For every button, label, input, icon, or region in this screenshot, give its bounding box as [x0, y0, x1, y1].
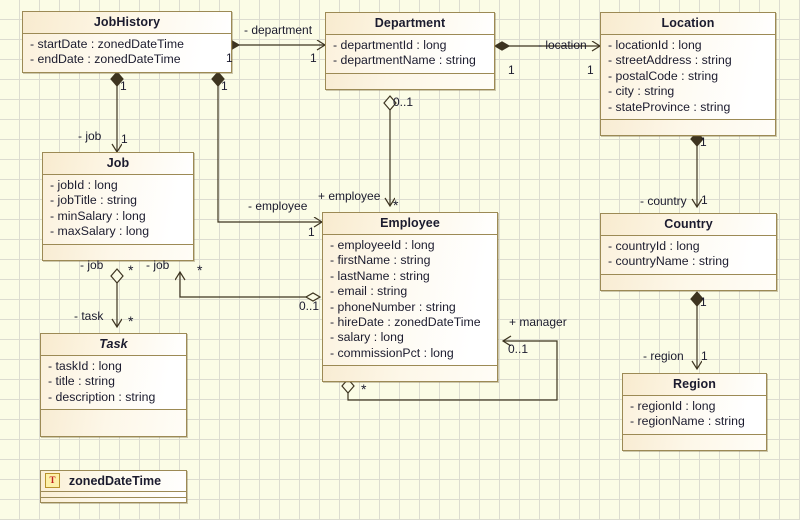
- edge-mult-department-location-target: 1: [587, 63, 594, 77]
- attribute-row: - minSalary : long: [50, 208, 146, 223]
- edge-mult-jobhistory-department-source: 1: [226, 51, 233, 65]
- edge-mult-jobhistory-employee-source: 1: [221, 79, 228, 93]
- class-box-task[interactable]: Task - taskId : long - title : string - …: [40, 333, 187, 438]
- class-attributes-location: - locationId : long - streetAddress : st…: [601, 35, 775, 121]
- edge-label-region-role: - region: [643, 349, 684, 363]
- class-operations-department: [326, 73, 494, 89]
- attribute-row: - jobTitle : string: [50, 193, 138, 208]
- class-operations-task: [41, 410, 186, 437]
- class-operations-employee: [323, 366, 497, 382]
- class-name-jobhistory: JobHistory: [23, 12, 231, 34]
- edge-mult-jobhistory-department-target: 1: [310, 51, 317, 65]
- attribute-row: - regionId : long: [630, 399, 716, 413]
- class-attributes-task: - taskId : long - title : string - descr…: [41, 356, 186, 411]
- attribute-row: - phoneNumber : string: [330, 299, 456, 314]
- edge-mult-employee-manager-target: 0..1: [508, 342, 529, 356]
- edge-label-manager-role: + manager: [509, 315, 567, 329]
- attribute-row: - email : string: [330, 284, 408, 299]
- edge-mult-employee-job-source: 0..1: [299, 299, 320, 313]
- attribute-row: - firstName : string: [330, 253, 431, 268]
- edge-label-job-right-role: - job: [146, 258, 170, 272]
- datatype-attributes-compartment: [41, 492, 186, 498]
- class-box-country[interactable]: Country - countryId : long - countryName…: [600, 213, 777, 291]
- attribute-row: - maxSalary : long: [50, 224, 150, 239]
- class-box-jobhistory[interactable]: JobHistory - startDate : zonedDateTime -…: [22, 11, 232, 73]
- edge-mult-location-country-source: 1: [700, 135, 707, 149]
- edge-label-job-left-role: - job: [80, 258, 104, 272]
- edge-mult-employee-manager-source: *: [361, 381, 367, 397]
- attribute-row: - departmentName : string: [333, 53, 476, 68]
- edge-mult-jobhistory-job-source: 1: [120, 79, 127, 93]
- edge-label-job-role: - job: [78, 129, 102, 143]
- edge-label-plus-employee-role: + employee: [318, 189, 381, 203]
- edge-mult-location-country-target: 1: [701, 193, 708, 207]
- class-box-region[interactable]: Region - regionId : long - regionName : …: [622, 373, 767, 451]
- class-operations-location: [601, 120, 775, 136]
- class-box-job[interactable]: Job - jobId : long - jobTitle : string -…: [42, 152, 194, 261]
- edge-mult-department-employee-source: 0..1: [393, 95, 414, 109]
- attribute-row: - city : string: [608, 84, 675, 99]
- attribute-row: - countryId : long: [608, 239, 700, 253]
- class-box-employee[interactable]: Employee - employeeId : long - firstName…: [322, 212, 498, 383]
- class-attributes-country: - countryId : long - countryName : strin…: [601, 236, 776, 275]
- edge-mult-department-location-source: 1: [508, 63, 515, 77]
- attribute-row: - postalCode : string: [608, 68, 719, 83]
- attribute-row: - commissionPct : long: [330, 345, 454, 360]
- attribute-row: - description : string: [48, 389, 156, 404]
- edge-mult-job-task-source: *: [128, 262, 134, 278]
- edge-mult-job-task-target: *: [128, 313, 134, 329]
- attribute-row: - hireDate : zonedDateTime: [330, 315, 481, 330]
- attribute-row: - countryName : string: [608, 254, 729, 269]
- edge-label-employee-role: - employee: [248, 199, 308, 213]
- edge-mult-jobhistory-employee-target: 1: [308, 225, 315, 239]
- datatype-box-zoneddatetime[interactable]: T zonedDateTime: [40, 470, 187, 503]
- class-operations-job: [43, 244, 193, 260]
- attribute-row: - locationId : long: [608, 38, 702, 52]
- attribute-row: - streetAddress : string: [608, 53, 732, 68]
- datatype-header: T zonedDateTime: [41, 471, 186, 492]
- datatype-t-icon: T: [45, 473, 60, 488]
- class-operations-region: [623, 434, 766, 450]
- datatype-name-zoneddatetime: zonedDateTime: [68, 473, 162, 488]
- class-attributes-employee: - employeeId : long - firstName : string…: [323, 235, 497, 367]
- edge-mult-jobhistory-job-target: 1: [121, 132, 128, 146]
- class-box-department[interactable]: Department - departmentId : long - depar…: [325, 12, 495, 90]
- edge-label-department-role: - department: [244, 23, 313, 37]
- attribute-row: - endDate : zonedDateTime: [30, 52, 181, 67]
- edge-label-location-role: - location: [538, 38, 587, 52]
- attribute-row: - title : string: [48, 374, 115, 389]
- edge-mult-department-employee-target: *: [393, 197, 399, 213]
- edge-label-task-role: - task: [74, 309, 104, 323]
- class-attributes-department: - departmentId : long - departmentName :…: [326, 35, 494, 74]
- datatype-operations-compartment: [41, 498, 186, 502]
- attribute-row: - stateProvince : string: [608, 99, 731, 114]
- attribute-row: - lastName : string: [330, 268, 430, 283]
- attribute-row: - regionName : string: [630, 414, 745, 429]
- class-name-country: Country: [601, 214, 776, 236]
- attribute-row: - jobId : long: [50, 178, 118, 192]
- class-attributes-jobhistory: - startDate : zonedDateTime - endDate : …: [23, 34, 231, 72]
- attribute-row: - taskId : long: [48, 359, 122, 373]
- class-name-employee: Employee: [323, 213, 497, 235]
- class-attributes-job: - jobId : long - jobTitle : string - min…: [43, 175, 193, 245]
- edge-mult-country-region-source: 1: [700, 295, 707, 309]
- attribute-row: - startDate : zonedDateTime: [30, 37, 184, 51]
- class-name-job: Job: [43, 153, 193, 175]
- class-name-location: Location: [601, 13, 775, 35]
- class-box-location[interactable]: Location - locationId : long - streetAdd…: [600, 12, 776, 137]
- edge-label-country-role: - country: [640, 194, 687, 208]
- attribute-row: - employeeId : long: [330, 238, 435, 252]
- class-name-task: Task: [41, 334, 186, 356]
- class-operations-country: [601, 274, 776, 290]
- class-attributes-region: - regionId : long - regionName : string: [623, 396, 766, 435]
- attribute-row: - departmentId : long: [333, 38, 447, 52]
- edge-mult-employee-job-target: *: [197, 262, 203, 278]
- attribute-row: - salary : long: [330, 330, 404, 345]
- edge-mult-country-region-target: 1: [701, 349, 708, 363]
- class-name-department: Department: [326, 13, 494, 35]
- class-name-region: Region: [623, 374, 766, 396]
